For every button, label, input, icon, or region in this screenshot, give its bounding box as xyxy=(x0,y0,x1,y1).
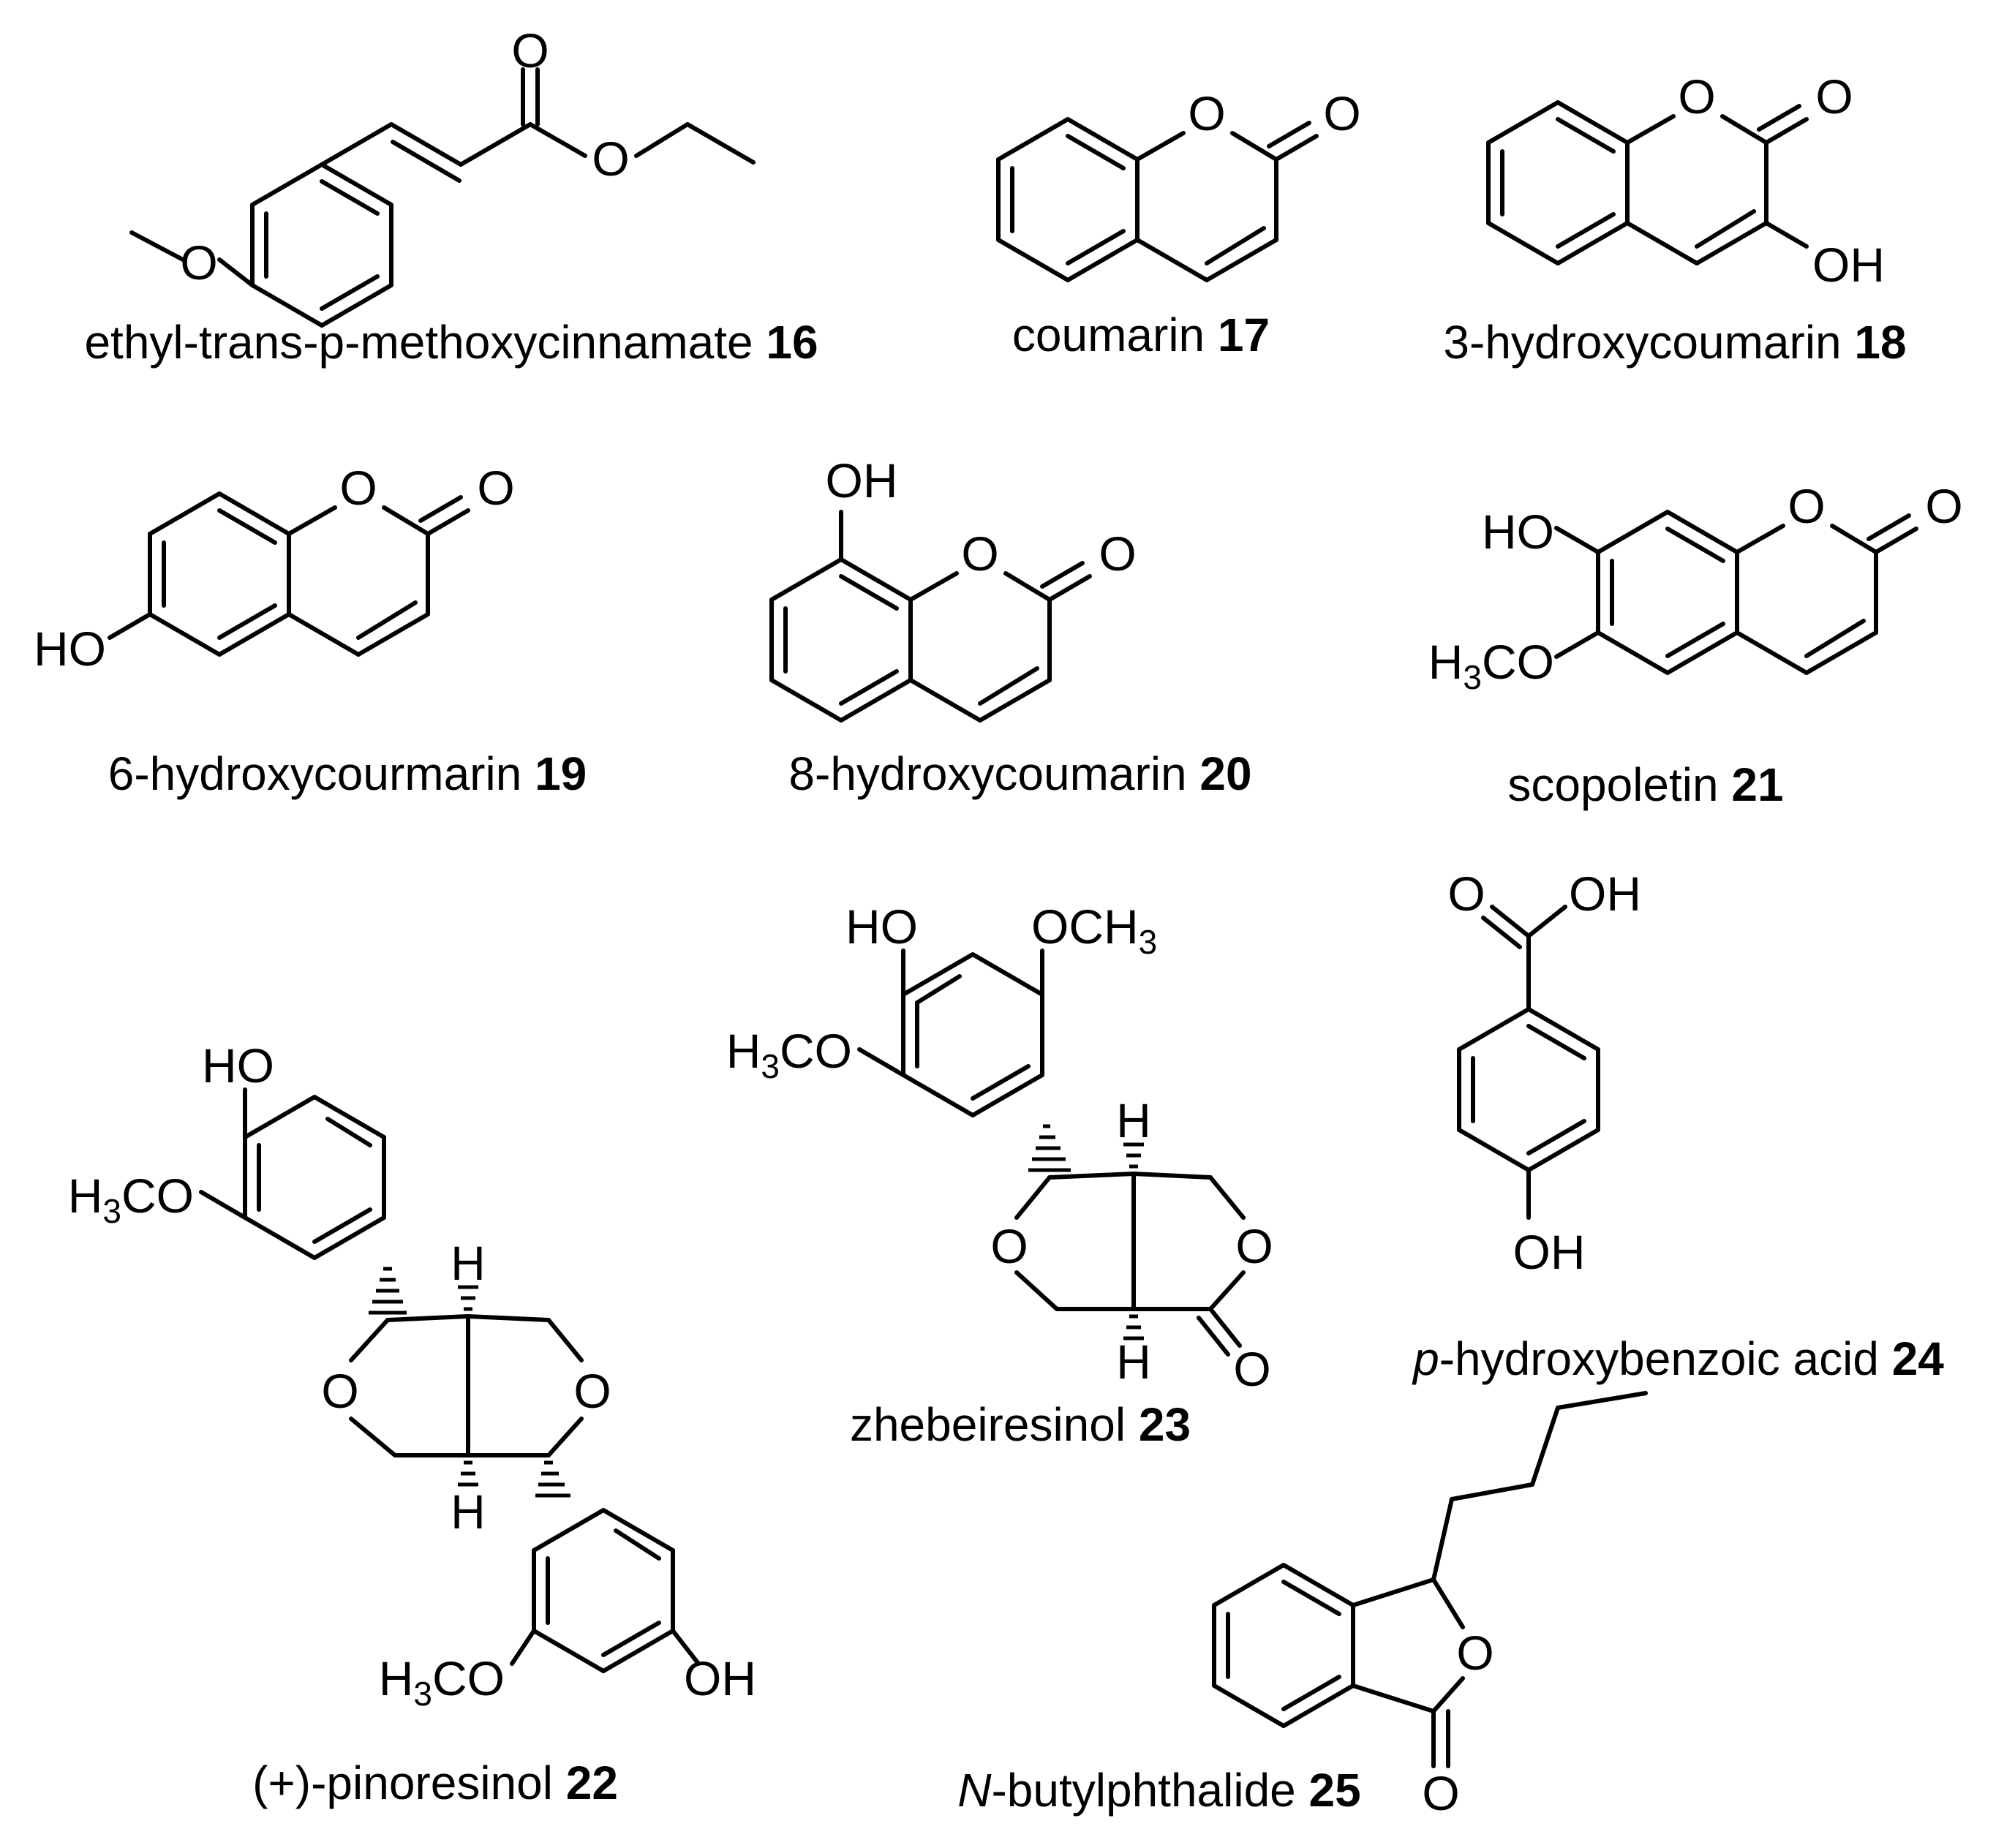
atom-OH: OH xyxy=(1569,867,1641,921)
compound-label-16: ethyl-trans-p-methoxycinnamate 16 xyxy=(84,316,818,369)
structure-16: O O O ethyl-trans-p-methoxycinnamate 16 xyxy=(84,23,818,369)
structure-23: HO OCH3 H3CO H O O H O zhebeiresinol 23 xyxy=(726,900,1273,1451)
atom-H: H xyxy=(451,1236,486,1290)
atom-O: O xyxy=(511,23,549,78)
structure-21: O O HO H3CO scopoletin 21 xyxy=(1428,479,1963,811)
structure-24: O OH OH p-hydroxybenzoic acid 24 xyxy=(1412,867,1944,1385)
atom-O: O xyxy=(180,235,217,290)
atom-HO: HO xyxy=(202,1038,274,1093)
atom-O: O xyxy=(592,132,629,186)
atom-OH: OH xyxy=(684,1651,756,1705)
structure-19: O O HO 6-hydroxycourmarin 19 xyxy=(34,461,587,800)
atom-O: O xyxy=(1188,86,1225,140)
atom-O: O xyxy=(1815,69,1853,124)
atom-OH: OH xyxy=(1513,1225,1586,1279)
compound-label-17: coumarin 17 xyxy=(1012,309,1270,361)
structure-25: O O N-butylphthalide 25 xyxy=(957,1391,1648,1820)
atom-O: O xyxy=(477,461,514,515)
structure-17: O O coumarin 17 xyxy=(996,86,1361,361)
atom-O: O xyxy=(1678,69,1715,124)
atom-O: O xyxy=(1323,86,1360,140)
atom-H3CO: H3CO xyxy=(1428,635,1554,696)
atom-O: O xyxy=(1456,1626,1493,1680)
atom-OH: OH xyxy=(1812,238,1885,292)
atom-HO: HO xyxy=(34,622,106,676)
atom-H: H xyxy=(1116,1093,1151,1147)
atom-H: H xyxy=(451,1485,486,1539)
atom-O: O xyxy=(573,1364,611,1418)
atom-O: O xyxy=(1099,527,1136,581)
compound-label-18: 3-hydroxycoumarin 18 xyxy=(1443,316,1906,369)
atom-H3CO: H3CO xyxy=(726,1024,852,1085)
atom-O: O xyxy=(961,527,998,581)
atom-H: H xyxy=(1116,1335,1151,1389)
compound-label-19: 6-hydroxycourmarin 19 xyxy=(108,747,587,800)
atom-H3CO: H3CO xyxy=(379,1651,505,1713)
atom-O: O xyxy=(1925,479,1962,533)
structure-22: HO H3CO H O O H H3CO OH (+)-pinoresinol … xyxy=(68,1038,756,1809)
compound-label-21: scopoletin 21 xyxy=(1507,758,1783,811)
compound-label-23: zhebeiresinol 23 xyxy=(850,1398,1191,1451)
atom-O: O xyxy=(1235,1219,1273,1273)
atom-O: O xyxy=(1233,1342,1270,1396)
compound-label-22: (+)-pinoresinol 22 xyxy=(252,1757,618,1809)
atom-O: O xyxy=(1788,479,1825,533)
atom-O: O xyxy=(990,1219,1028,1273)
compound-label-24: p-hydroxybenzoic acid 24 xyxy=(1412,1332,1944,1385)
atom-HO: HO xyxy=(845,900,918,954)
structure-18: O O OH 3-hydroxycoumarin 18 xyxy=(1443,69,1906,369)
atom-O: O xyxy=(1447,867,1485,921)
atom-O: O xyxy=(321,1364,358,1418)
atom-HO: HO xyxy=(1482,505,1554,559)
atom-O: O xyxy=(339,461,377,515)
compound-label-25: N-butylphthalide 25 xyxy=(957,1764,1360,1817)
structure-20: OH O O 8-hydroxycoumarin 20 xyxy=(769,453,1252,800)
atom-OCH3: OCH3 xyxy=(1031,900,1157,961)
compound-label-20: 8-hydroxycoumarin 20 xyxy=(788,747,1251,800)
atom-O: O xyxy=(1422,1766,1459,1820)
atom-H3CO: H3CO xyxy=(68,1169,194,1230)
atom-OH: OH xyxy=(826,453,898,508)
